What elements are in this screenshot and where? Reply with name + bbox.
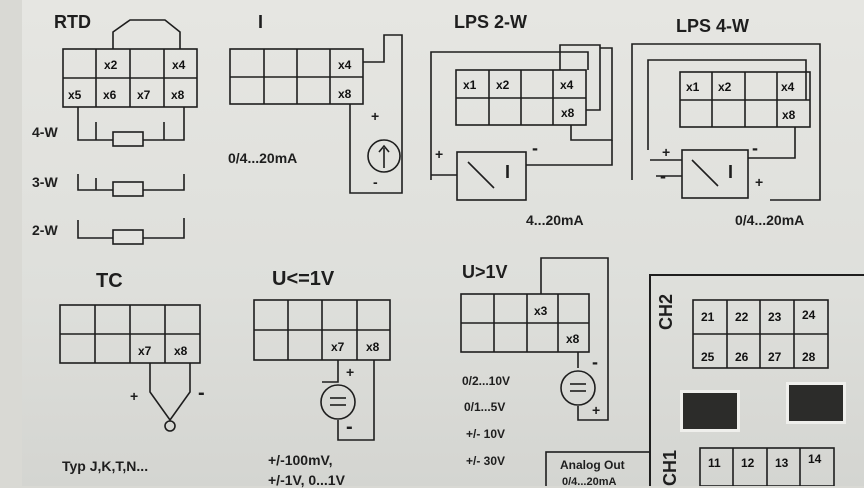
ch2-terminal-21: 21 xyxy=(701,310,715,324)
uhigh-cell-x3: x3 xyxy=(534,304,548,318)
rtd-cell-x8: x8 xyxy=(171,88,185,102)
lps4w-symbol: I xyxy=(728,162,734,182)
tc-cell-x8: x8 xyxy=(174,344,188,358)
ulow-cell-x8: x8 xyxy=(366,340,380,354)
ulow-range-2: +/-1V, 0...1V xyxy=(268,472,345,488)
rtd-cell-x4: x4 xyxy=(172,58,186,72)
tc-cell-x7: x7 xyxy=(138,344,152,358)
uhigh-plus: + xyxy=(592,402,601,418)
rtd-cell-x7: x7 xyxy=(137,88,151,102)
tc-title: TC xyxy=(96,270,123,292)
lps2w-range: 4...20mA xyxy=(526,212,584,228)
uhigh-range-4: +/- 30V xyxy=(466,454,506,468)
uhigh-cell-x8: x8 xyxy=(566,332,580,346)
ulow-plus: + xyxy=(346,364,355,380)
rtd-2w-label: 2-W xyxy=(32,222,58,238)
rtd-4w-wiring xyxy=(77,107,185,147)
lps4w-cell-x2: x2 xyxy=(718,80,732,94)
ulow-terminal-block xyxy=(253,299,391,441)
ch1-terminal-12: 12 xyxy=(741,456,755,470)
lps4w-cell-x8: x8 xyxy=(782,108,796,122)
uhigh-range-3: +/- 10V xyxy=(466,427,506,441)
analog-out-range: 0/4...20mA xyxy=(562,476,617,488)
ch1-terminal-grid xyxy=(699,447,835,486)
lps2w-plus: + xyxy=(435,146,444,162)
rtd-3w-wiring xyxy=(77,174,185,197)
ulow-range-1: +/-100mV, xyxy=(268,452,333,468)
uhigh-range-2: 0/1...5V xyxy=(464,400,506,414)
lps2w-minus: - xyxy=(532,138,538,158)
current-range: 0/4...20mA xyxy=(228,150,298,166)
lps4w-plus-2: + xyxy=(755,174,764,190)
analog-out-label: Analog Out xyxy=(560,458,625,472)
current-plus: + xyxy=(371,108,380,124)
current-cell-x4: x4 xyxy=(338,58,352,72)
current-minus: - xyxy=(373,174,378,190)
ch1-label: CH1 xyxy=(660,449,680,486)
rtd-terminal-block xyxy=(62,19,198,108)
ch2-terminal-24: 24 xyxy=(802,308,816,322)
lps2w-symbol: I xyxy=(505,162,511,182)
rtd-cell-x2: x2 xyxy=(104,58,118,72)
ch2-terminal-28: 28 xyxy=(802,350,816,364)
ch1-terminal-13: 13 xyxy=(775,456,789,470)
terminal-slot-right xyxy=(786,382,846,424)
lps2w-terminal-block xyxy=(430,44,613,201)
lps4w-minus-2: - xyxy=(660,166,666,186)
ch2-terminal-grid xyxy=(692,299,829,369)
uhigh-terminal-block xyxy=(460,257,609,421)
lps4w-range: 0/4...20mA xyxy=(735,212,805,228)
uhigh-minus: - xyxy=(592,352,598,372)
lps2w-title: LPS 2-W xyxy=(454,12,528,32)
rtd-cell-x6: x6 xyxy=(103,88,117,102)
lps2w-cell-x8: x8 xyxy=(561,106,575,120)
ulow-title: U<=1V xyxy=(272,268,335,290)
lps4w-terminal-block xyxy=(631,43,821,201)
tc-types: Typ J,K,T,N... xyxy=(62,458,149,474)
uhigh-title: U>1V xyxy=(462,262,508,282)
current-cell-x8: x8 xyxy=(338,87,352,101)
rtd-cell-x5: x5 xyxy=(68,88,82,102)
ch2-terminal-26: 26 xyxy=(735,350,749,364)
ch2-terminal-25: 25 xyxy=(701,350,715,364)
ch2-terminal-22: 22 xyxy=(735,310,749,324)
tc-terminal-block xyxy=(59,304,201,432)
lps4w-cell-x4: x4 xyxy=(781,80,795,94)
lps2w-cell-x2: x2 xyxy=(496,78,510,92)
lps4w-plus-1: + xyxy=(662,144,671,160)
lps4w-title: LPS 4-W xyxy=(676,16,750,36)
ch2-label: CH2 xyxy=(656,293,676,330)
rtd-3w-label: 3-W xyxy=(32,174,58,190)
rtd-title: RTD xyxy=(54,12,91,32)
tc-minus: - xyxy=(198,382,205,404)
tc-plus: + xyxy=(130,388,139,404)
lps2w-cell-x4: x4 xyxy=(560,78,574,92)
uhigh-range-1: 0/2...10V xyxy=(462,374,511,388)
lps4w-cell-x1: x1 xyxy=(686,80,700,94)
terminal-slot-left xyxy=(680,390,740,432)
ulow-cell-x7: x7 xyxy=(331,340,345,354)
rtd-4w-label: 4-W xyxy=(32,124,58,140)
current-title: I xyxy=(258,12,264,32)
lps4w-minus-1: - xyxy=(752,138,758,158)
current-terminal-block xyxy=(229,34,403,194)
ch2-terminal-23: 23 xyxy=(768,310,782,324)
lps2w-cell-x1: x1 xyxy=(463,78,477,92)
rtd-2w-wiring xyxy=(77,218,185,245)
ch1-terminal-11: 11 xyxy=(708,456,721,470)
ch1-terminal-14: 14 xyxy=(808,452,822,466)
ch2-terminal-27: 27 xyxy=(768,350,782,364)
ulow-minus: - xyxy=(346,416,353,438)
channel-housing xyxy=(649,274,864,486)
